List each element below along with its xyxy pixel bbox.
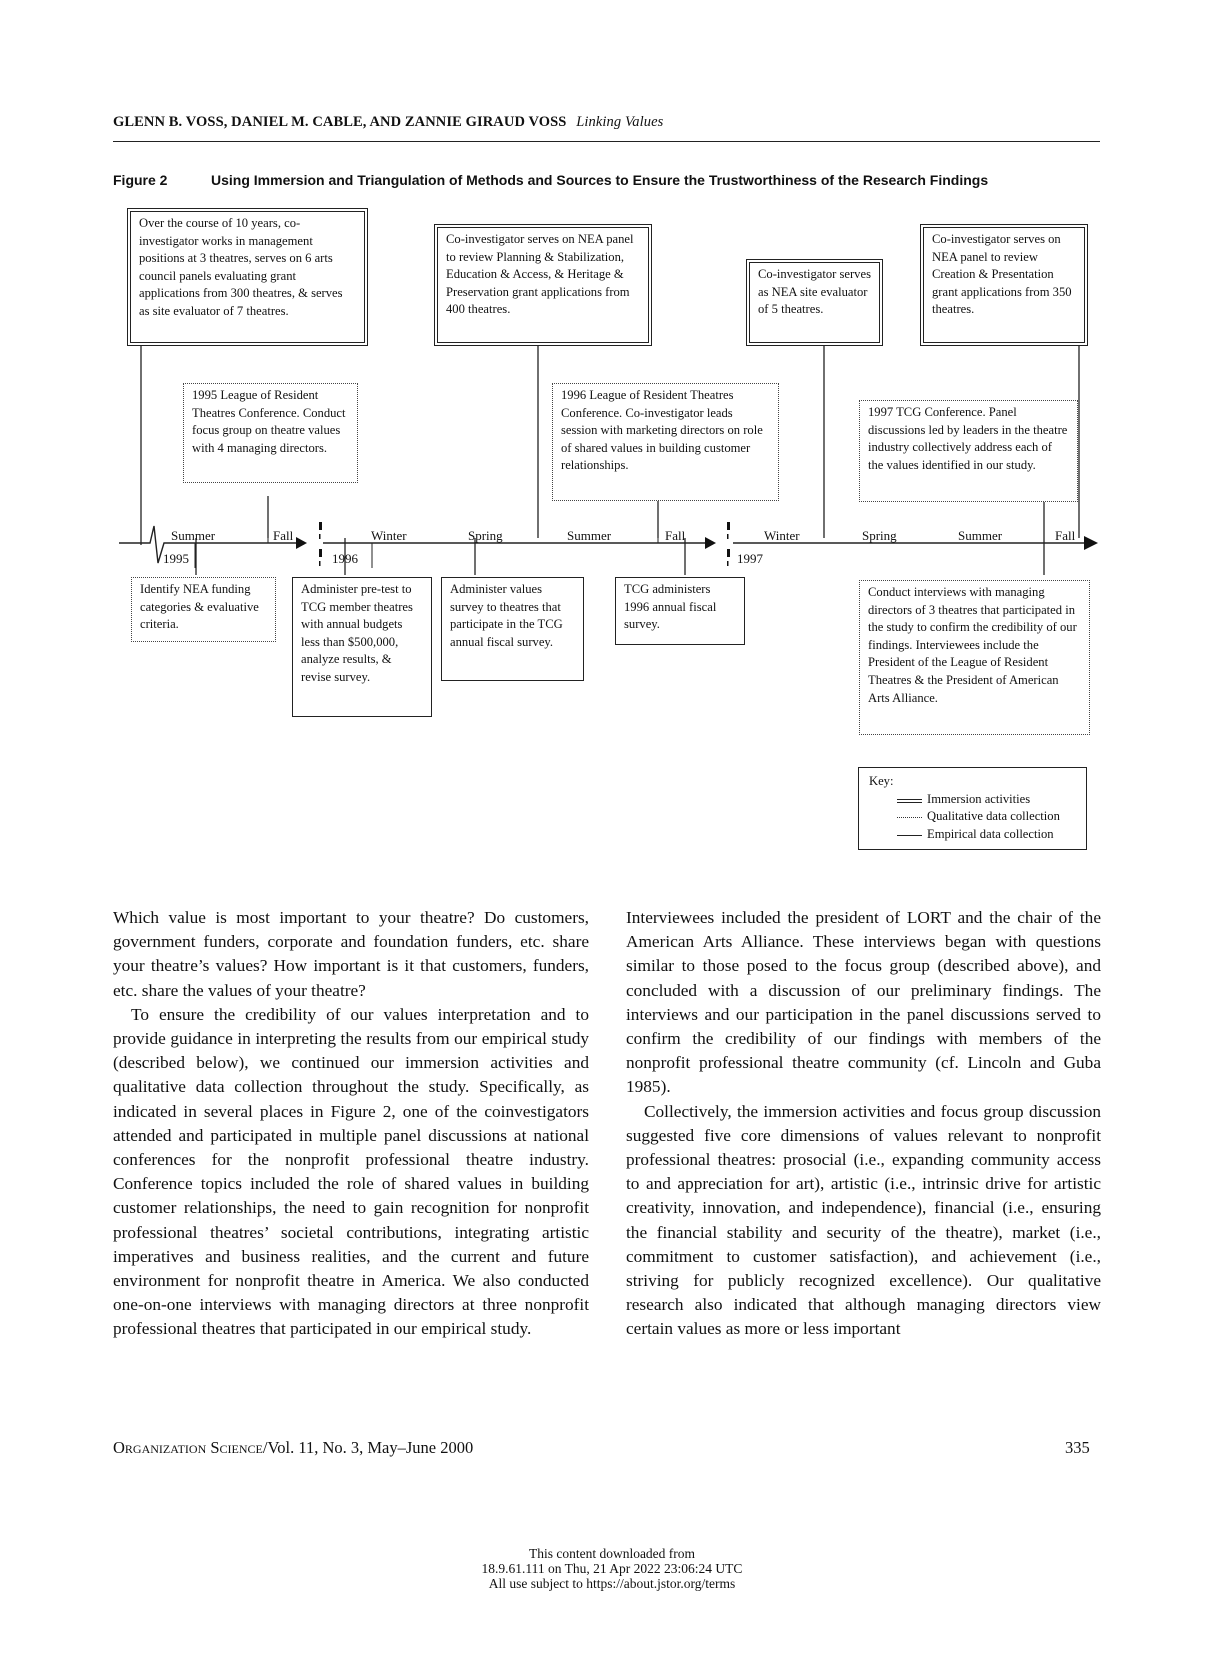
key-title: Key:: [869, 774, 894, 788]
page-number: 335: [1065, 1438, 1090, 1457]
body-column-right: Interviewees included the president of L…: [626, 906, 1101, 1342]
year-divider-1996: [319, 522, 322, 566]
immersion-box-nea-panel-1: Co-investigator serves on NEA panel to r…: [434, 224, 652, 346]
paragraph: Interviewees included the president of L…: [626, 908, 1101, 1097]
paragraph: Which value is most important to your th…: [113, 908, 589, 1000]
year-label: 1995: [163, 551, 189, 566]
season-label: Summer: [567, 528, 612, 543]
empirical-line-swatch: [897, 834, 922, 836]
figure-caption: Using Immersion and Triangulation of Met…: [211, 172, 989, 188]
immersion-box-nea-panel-2: Co-investigator serves on NEA panel to r…: [920, 224, 1088, 346]
qualitative-box-nea-criteria: Identify NEA funding categories & evalua…: [131, 577, 276, 642]
qualitative-box-1997-tcg: 1997 TCG Conference. Panel discussions l…: [859, 400, 1078, 502]
empirical-box-pretest: Administer pre-test to TCG member theatr…: [292, 577, 432, 717]
season-label: Summer: [171, 528, 216, 543]
empirical-box-tcg-fiscal-survey: TCG administers 1996 annual fiscal surve…: [615, 577, 745, 645]
immersion-box-site-evaluator: Co-investigator serves as NEA site evalu…: [746, 259, 883, 346]
year-label: 1997: [737, 551, 763, 566]
season-label: Fall: [1055, 528, 1076, 543]
journal-footer: Organization Science/Vol. 11, No. 3, May…: [113, 1438, 473, 1458]
timeline-arrow: [296, 537, 307, 549]
download-notice-line: This content downloaded from: [528, 1546, 696, 1561]
season-label: Winter: [371, 528, 407, 543]
timeline-axis-segment: [119, 525, 296, 564]
qualitative-box-interviews: Conduct interviews with managing directo…: [859, 580, 1090, 735]
figure-label: Figure 2: [113, 172, 168, 188]
year-divider-1997: [727, 522, 730, 566]
timeline-arrow: [705, 537, 716, 549]
season-label: Spring: [468, 528, 503, 543]
immersion-box-career: Over the course of 10 years, co-investig…: [127, 208, 368, 346]
download-notice-line: All use subject to https://about.jstor.o…: [488, 1576, 736, 1591]
year-label: 1996: [332, 551, 358, 566]
qualitative-line-swatch: [897, 817, 922, 819]
season-label: Fall: [273, 528, 294, 543]
key-item-empirical: Empirical data collection: [869, 826, 1076, 844]
key-item-immersion: Immersion activities: [869, 791, 1076, 809]
journal-volume: /Vol. 11, No. 3, May–June 2000: [262, 1438, 474, 1457]
journal-name: Organization Science: [113, 1438, 263, 1457]
body-column-left: Which value is most important to your th…: [113, 906, 589, 1342]
header-authors: GLENN B. VOSS, DANIEL M. CABLE, AND ZANN…: [113, 114, 567, 130]
download-notice-line: 18.9.61.111 on Thu, 21 Apr 2022 23:06:24…: [481, 1561, 743, 1576]
paragraph: Collectively, the immersion activities a…: [626, 1101, 1101, 1339]
season-label: Winter: [764, 528, 800, 543]
season-label: Spring: [862, 528, 897, 543]
paragraph: To ensure the credibility of our values …: [113, 1004, 589, 1339]
figure-key: Key: Immersion activities Qualitative da…: [858, 767, 1087, 850]
header-rule: [113, 141, 1100, 142]
qualitative-box-1996-lort: 1996 League of Resident Theatres Confere…: [552, 383, 779, 501]
empirical-box-values-survey: Administer values survey to theatres tha…: [441, 577, 584, 681]
season-label: Fall: [665, 528, 686, 543]
timeline-arrow: [1084, 536, 1098, 550]
season-label: Summer: [958, 528, 1003, 543]
timeline-diagram: [119, 344, 1098, 575]
header-short-title: Linking Values: [576, 114, 664, 130]
download-notice: This content downloaded from 18.9.61.111…: [400, 1546, 824, 1591]
running-header: GLENN B. VOSS, DANIEL M. CABLE, AND ZANN…: [113, 114, 663, 131]
immersion-line-swatch: [897, 798, 922, 803]
key-item-qualitative: Qualitative data collection: [869, 808, 1076, 826]
qualitative-box-1995-lort: 1995 League of Resident Theatres Confere…: [183, 383, 358, 483]
